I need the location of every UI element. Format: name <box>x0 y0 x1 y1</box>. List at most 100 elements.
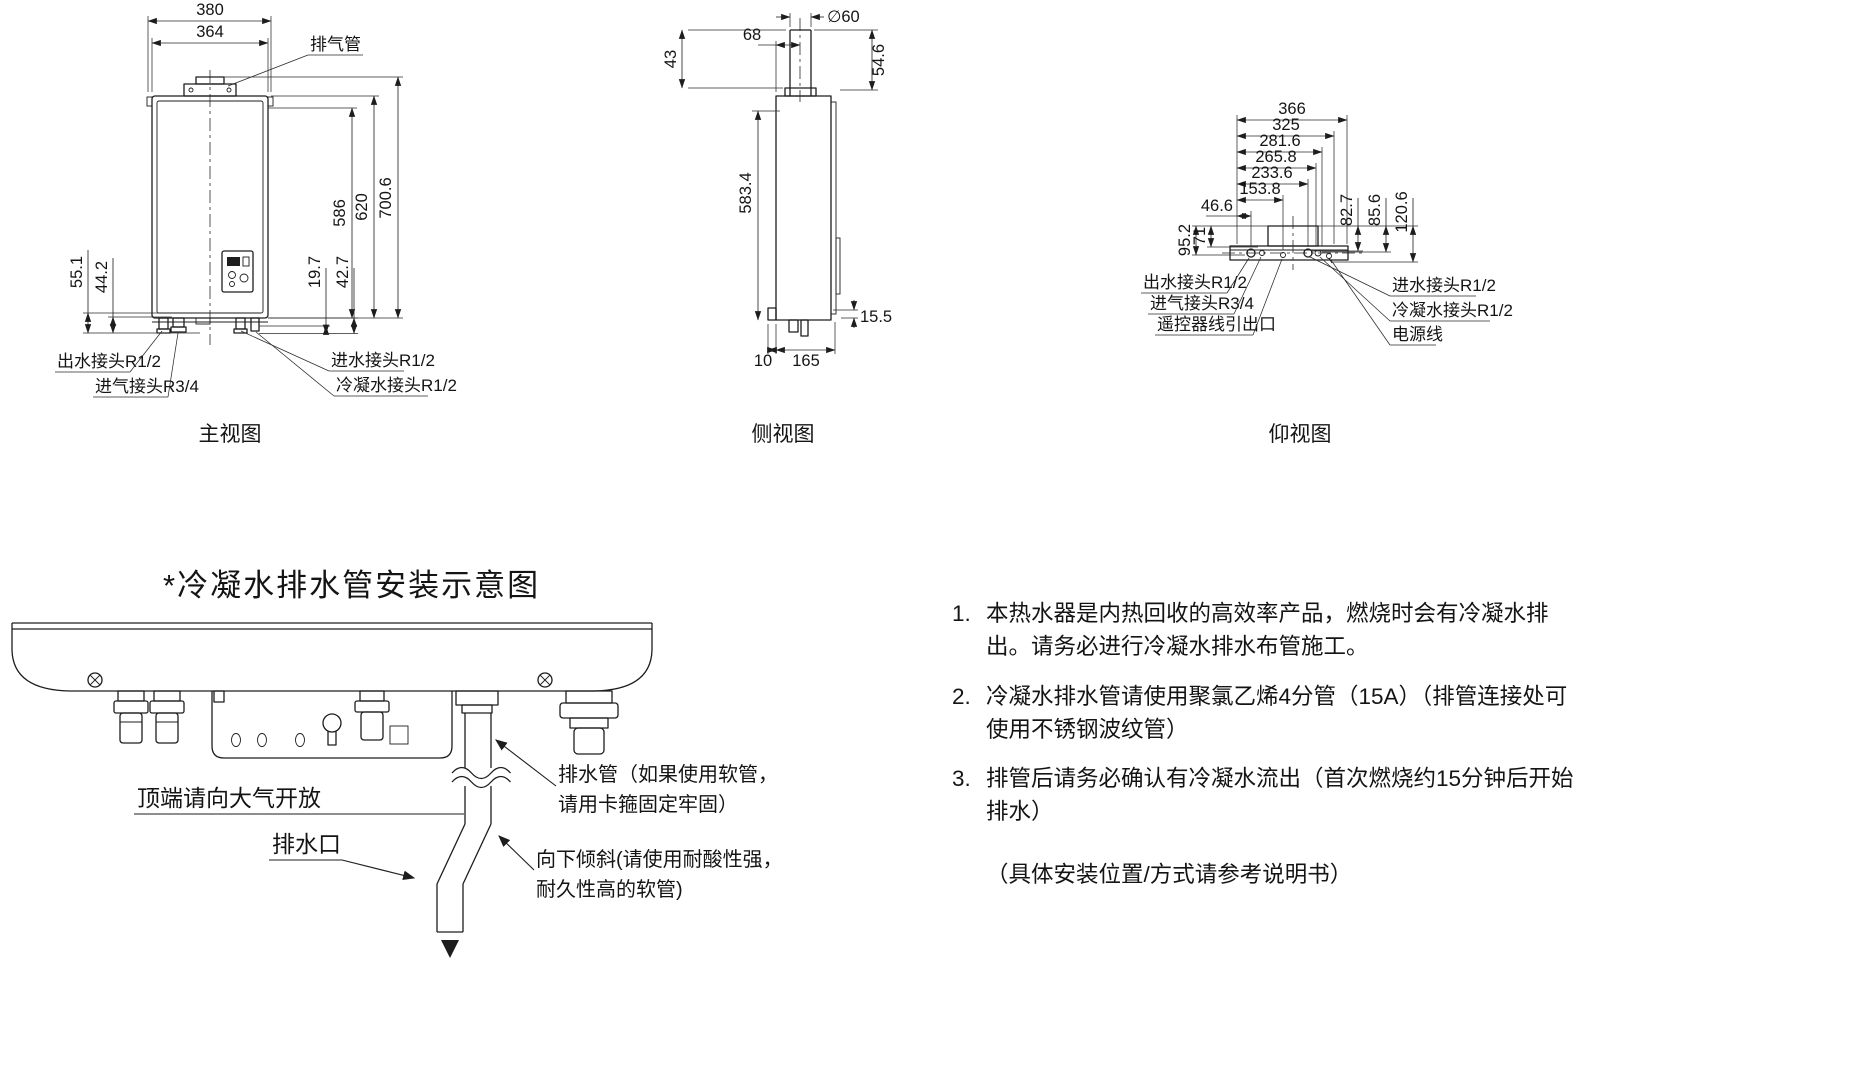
dim-165-value: 165 <box>792 352 820 370</box>
dim-55-1: 55.1 <box>68 250 200 334</box>
dim-265-8: 265.8 <box>1236 148 1317 246</box>
slope-down-label-line1: 向下倾斜(请使用耐酸性强， <box>536 848 783 871</box>
slope-down-label-line2: 耐久性高的软管) <box>536 878 683 901</box>
notes-footer: （具体安装位置/方式请参考说明书） <box>986 862 1353 888</box>
note-item: 1. 本热水器是内热回收的高效率产品，燃烧时会有冷凝水排出。请务必进行冷凝水排水… <box>952 598 1574 664</box>
dim-43-value: 43 <box>662 50 680 68</box>
water-out-label: 出水接头R1/2 <box>57 352 161 371</box>
drain-outlet-label: 排水口 <box>272 831 341 857</box>
dim-620: 620 <box>271 95 379 319</box>
note-text: 冷凝水排水管请使用聚氯乙烯4分管（15A）（排管连接处可使用不锈钢波纹管） <box>986 683 1568 742</box>
screw-right <box>537 672 553 688</box>
water-out-port <box>1246 248 1256 258</box>
note-item: 2. 冷凝水排水管请使用聚氯乙烯4分管（15A）（排管连接处可使用不锈钢波纹管） <box>952 681 1574 747</box>
gas-in-label: 进气接头R3/4 <box>1150 294 1254 313</box>
heater-outline-bottom <box>1222 216 1362 270</box>
note-number: 2. <box>952 683 971 709</box>
label-open-to-air: 顶端请向大气开放 <box>134 785 464 815</box>
dim-265-8-value: 265.8 <box>1255 148 1296 166</box>
dim-586-value: 586 <box>331 199 349 227</box>
dim-phi60-value: ∅60 <box>827 8 860 26</box>
mounting-plate <box>211 690 453 759</box>
label-water-out-bottom: 出水接头R1/2 <box>1141 257 1250 294</box>
dim-54-6: 54.6 <box>814 29 888 91</box>
remote-wire-port <box>1280 252 1286 258</box>
dim-95-2-value: 95.2 <box>1176 224 1194 256</box>
right-fitting <box>559 690 619 755</box>
drain-hose-label-line2: 请用卡箍固定牢固） <box>558 793 738 816</box>
dim-54-6-value: 54.6 <box>870 44 888 76</box>
dim-10-165: 10 165 <box>754 322 836 370</box>
gas-in-port <box>1259 250 1265 256</box>
label-water-out-front: 出水接头R1/2 <box>55 330 163 373</box>
note-text: 本热水器是内热回收的高效率产品，燃烧时会有冷凝水排出。请务必进行冷凝水排水布管施… <box>986 601 1549 659</box>
dim-366-value: 366 <box>1278 100 1306 118</box>
dim-366: 366 <box>1236 100 1348 244</box>
dim-153-8: 153.8 <box>1236 180 1284 250</box>
dim-68-value: 68 <box>743 26 761 44</box>
condensate-drain-diagram: 顶端请向大气开放 排水口 排水管（如果使用软管， 请用卡箍固定牢固） 向下倾斜(… <box>11 622 783 958</box>
bottom-fittings-front <box>152 317 268 334</box>
dim-95-2: 95.2 <box>1176 224 1245 256</box>
label-condensate-bottom: 冷凝水接头R1/2 <box>1319 256 1513 322</box>
dim-120-6-value: 120.6 <box>1393 191 1411 232</box>
heater-bottom-closeup <box>11 622 653 759</box>
drain-hose-label-line1: 排水管（如果使用软管， <box>558 763 778 786</box>
note-number: 3. <box>952 766 971 792</box>
left-fittings <box>113 690 185 744</box>
dim-19-7: 19.7 <box>259 256 358 335</box>
dim-43: 43 <box>662 29 786 89</box>
flow-arrow <box>441 940 459 958</box>
dim-380: 380 <box>147 1 272 92</box>
power-cord-label: 电源线 <box>1392 325 1443 344</box>
note-number: 1. <box>952 601 971 626</box>
open-to-air-label: 顶端请向大气开放 <box>137 785 321 811</box>
dim-71: 71 <box>1191 225 1258 248</box>
label-drain-hose: 排水管（如果使用软管， 请用卡箍固定牢固） <box>495 739 778 816</box>
dim-10-value: 10 <box>754 352 772 370</box>
dim-15-5: 15.5 <box>833 300 892 328</box>
dim-281-6-value: 281.6 <box>1259 132 1300 150</box>
water-in-port <box>1303 248 1313 258</box>
note-text: 排管后请务必确认有冷凝水流出（首次燃烧约15分钟后开始排水） <box>986 766 1574 825</box>
dim-281-6: 281.6 <box>1236 132 1323 246</box>
installation-notes: 1. 本热水器是内热回收的高效率产品，燃烧时会有冷凝水排出。请务必进行冷凝水排水… <box>952 598 1574 892</box>
label-condensate-front: 冷凝水接头R1/2 <box>255 331 457 397</box>
dim-82-7: 82.7 <box>1312 194 1363 252</box>
bottom-view: 366 325 281.6 265.8 233.6 <box>1141 100 1513 446</box>
water-in-label: 进水接头R1/2 <box>1392 276 1496 295</box>
remote-wire-label: 遥控器线引出口 <box>1157 315 1276 334</box>
dim-46-6: 46.6 <box>1201 197 1252 247</box>
power-cord-port <box>1326 253 1332 259</box>
label-drain-outlet: 排水口 <box>269 831 416 881</box>
water-out-label: 出水接头R1/2 <box>1143 273 1247 292</box>
dim-55-1-value: 55.1 <box>68 256 86 288</box>
dim-85-6: 85.6 <box>1322 194 1391 253</box>
orthographic-views-drawing: 380 364 排气管 586 620 <box>55 1 1513 446</box>
dim-120-6: 120.6 <box>1333 191 1418 263</box>
dim-42-7-value: 42.7 <box>334 256 352 288</box>
control-panel <box>221 250 254 293</box>
condensate-label: 冷凝水接头R1/2 <box>336 376 457 395</box>
dim-44-2-value: 44.2 <box>93 261 111 293</box>
label-remote-wire: 遥控器线引出口 <box>1155 258 1283 336</box>
dim-phi60: ∅60 <box>776 8 860 27</box>
dim-700-6-value: 700.6 <box>377 177 395 218</box>
dim-233-6-value: 233.6 <box>1251 164 1292 182</box>
dim-71-value: 71 <box>1191 227 1209 245</box>
front-view: 380 364 排气管 586 620 <box>55 1 457 446</box>
dim-233-6: 233.6 <box>1236 164 1309 247</box>
dim-325-value: 325 <box>1272 116 1300 134</box>
dim-19-7-value: 19.7 <box>306 256 324 288</box>
condensate-diagram-title: *冷凝水排水管安装示意图 <box>163 568 541 603</box>
label-water-in-bottom: 进水接头R1/2 <box>1309 256 1496 297</box>
dim-583-4: 583.4 <box>737 110 780 321</box>
heater-body-side <box>767 18 841 337</box>
drain-pipe <box>436 690 511 958</box>
label-water-in-front: 进水接头R1/2 <box>240 330 435 372</box>
note-item: 3. 排管后请务必确认有冷凝水流出（首次燃烧约15分钟后开始排水） <box>952 763 1574 829</box>
dim-586: 586 <box>268 107 357 319</box>
dim-364: 364 <box>151 23 269 92</box>
dim-44-2: 44.2 <box>93 258 172 334</box>
